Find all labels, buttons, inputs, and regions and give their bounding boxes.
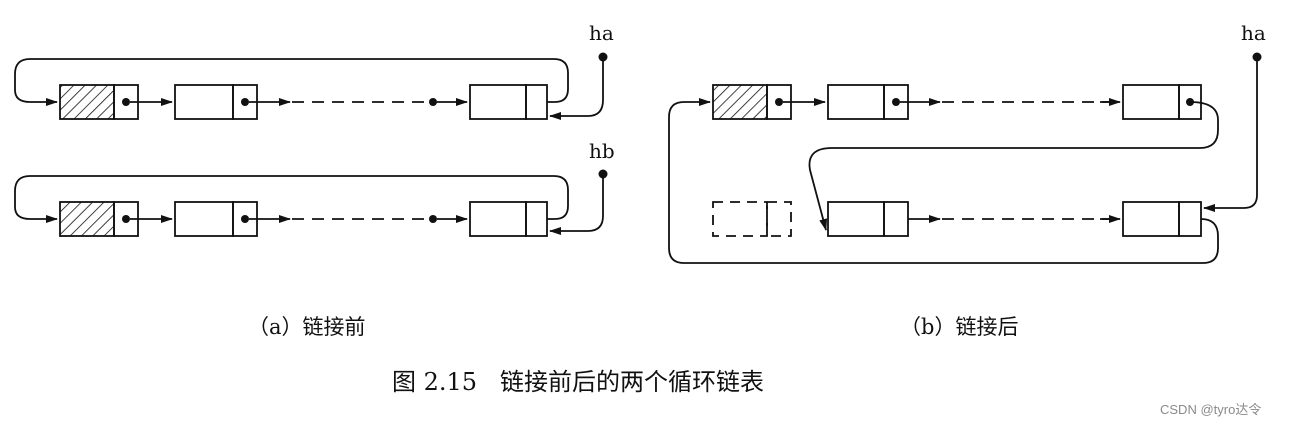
list-node-data (827, 84, 885, 120)
pointer-dot (775, 98, 783, 106)
panel-a (14, 52, 608, 237)
pointer-label-ha: ha (1241, 21, 1266, 45)
caption-panel-a: （a）链接前 (248, 315, 366, 339)
list-ha (14, 52, 608, 120)
tail-node-data (1122, 201, 1180, 237)
tail-node-data (469, 84, 527, 120)
removed-head-node-data (712, 201, 768, 237)
circular-return-link (14, 58, 569, 106)
pointer-label-hb: hb (589, 139, 615, 163)
head-node-data (712, 84, 768, 120)
list-node-next (883, 201, 909, 237)
tail-node-data (469, 201, 527, 237)
panel-b (668, 52, 1262, 264)
head-node-data (59, 201, 115, 237)
pointer-dot (122, 215, 130, 223)
watermark: CSDN @tyro达令 (1160, 402, 1261, 417)
list-node-data (174, 201, 234, 237)
figure-caption: 图 2.15 链接前后的两个循环链表 (392, 368, 764, 396)
head-pointer-arrow (549, 174, 604, 235)
tail-node-data (1122, 84, 1180, 120)
tail-node-next (1178, 201, 1202, 237)
circular-return-link (668, 98, 1219, 264)
pointer-label-ha: ha (589, 21, 614, 45)
circular-return-link (14, 175, 569, 223)
head-pointer-arrow (1203, 57, 1258, 212)
head-node-data (59, 84, 115, 120)
pointer-dot (241, 98, 249, 106)
caption-panel-b: （b）链接后 (900, 315, 1018, 339)
join-link (808, 101, 1219, 231)
pointer-dot (241, 215, 249, 223)
pointer-dot (429, 98, 437, 106)
pointer-dot (892, 98, 900, 106)
pointer-dot (429, 215, 437, 223)
pointer-dot (122, 98, 130, 106)
list-node-data (827, 201, 885, 237)
list-hb (14, 169, 608, 237)
tail-node-next (525, 201, 548, 237)
removed-head-node-next (766, 201, 792, 237)
list-node-data (174, 84, 234, 120)
head-pointer-arrow (549, 57, 604, 120)
tail-node-next (525, 84, 548, 120)
